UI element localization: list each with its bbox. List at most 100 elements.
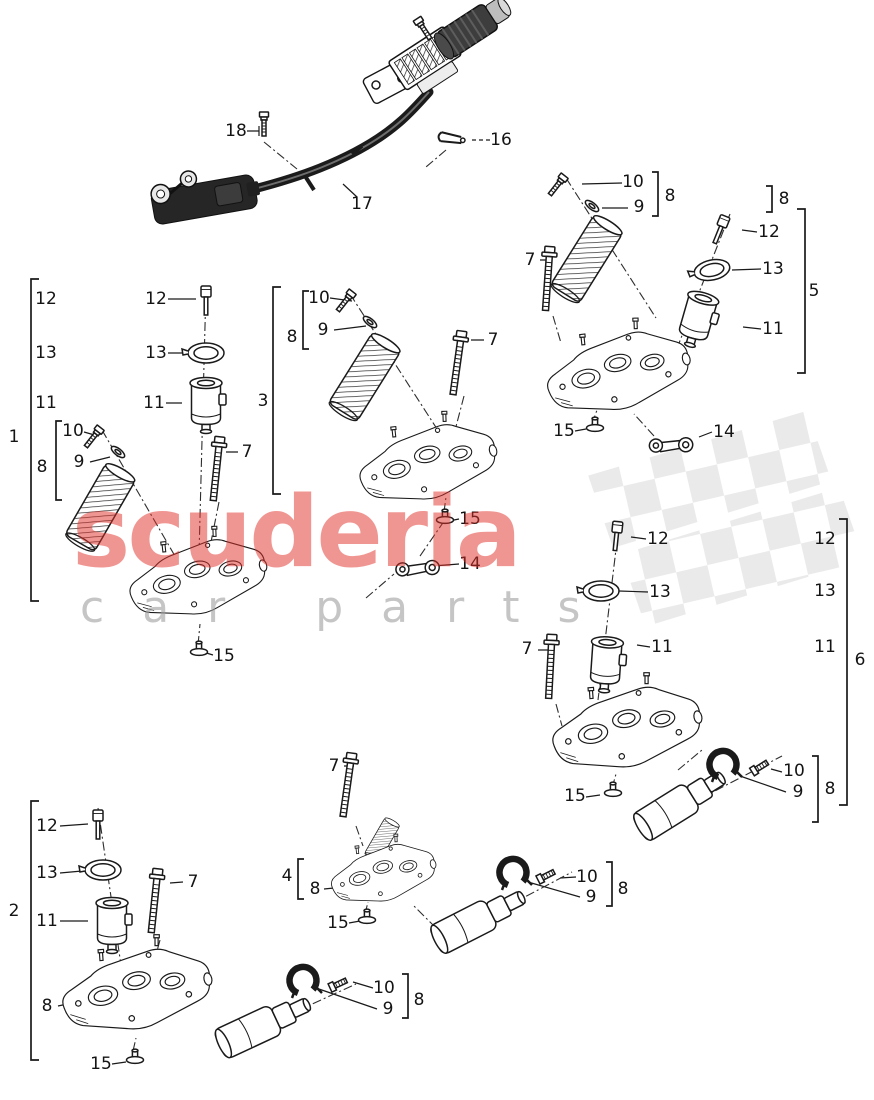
sealing-plug-15 <box>357 908 377 925</box>
callout-g3-item-7: 7 <box>488 330 499 350</box>
callout-g3-item-10: 10 <box>308 288 330 308</box>
callout-g5-item-9: 9 <box>634 197 645 217</box>
callout-g1-list-11: 11 <box>35 393 57 413</box>
callout-g3-item-9: 9 <box>318 320 329 340</box>
callout-g4-item-15: 15 <box>327 913 349 933</box>
callout-g1-item-13: 13 <box>145 343 167 363</box>
callout-g5-item-15: 15 <box>553 421 575 441</box>
callout-harness-clip-16: 16 <box>490 130 512 150</box>
harness-sensor <box>433 0 512 60</box>
group-bracket-filterA-8 <box>606 861 613 907</box>
valve-body <box>542 662 710 782</box>
seal-ring-13 <box>181 342 225 364</box>
coil-8 <box>547 211 626 307</box>
callout-g2-item-7: 7 <box>188 872 199 892</box>
callout-g1-item-10: 10 <box>62 421 84 441</box>
retaining-clip <box>709 751 742 782</box>
callout-g6-list-11: 11 <box>814 637 836 657</box>
center-lines-g5 <box>552 177 731 437</box>
valve-pin-12 <box>709 213 731 246</box>
sealing-plug-15 <box>125 1048 145 1065</box>
callout-g2-item-15: 15 <box>90 1054 112 1074</box>
callout-group-1: 1 <box>9 427 20 447</box>
group-bracket-filterB-8 <box>402 973 409 1019</box>
group-bracket-3-sub8 <box>302 290 309 350</box>
center-lines-g1 <box>101 287 220 646</box>
bolt-10 <box>333 288 358 315</box>
callout-g5-item-10: 10 <box>622 172 644 192</box>
sealing-plug-15 <box>189 640 209 657</box>
callout-g5-item-13: 13 <box>762 259 784 279</box>
callout-g1-sub-8: 8 <box>37 457 48 477</box>
bolt-7 <box>444 329 471 397</box>
filter-cartridge <box>211 988 317 1061</box>
callout-g6-sub-8: 8 <box>825 779 836 799</box>
watermark: car parts scuderia <box>72 476 618 633</box>
callout-g6-item-15: 15 <box>564 786 586 806</box>
group-bracket-3 <box>272 286 281 495</box>
seal-ring-13 <box>78 859 122 881</box>
callout-group-2: 2 <box>9 901 20 921</box>
callout-harness-17: 17 <box>351 194 373 214</box>
bolt-7 <box>143 867 167 935</box>
callout-g6-item-11: 11 <box>651 637 673 657</box>
bolt-18 <box>258 111 270 137</box>
group-bracket-5 <box>797 208 806 374</box>
assembly-group-4 <box>322 751 443 925</box>
group-bracket-5-outer8 <box>766 185 773 213</box>
center-lines-harness <box>263 141 447 170</box>
group-bracket-4 <box>297 858 304 900</box>
callout-filterA-item-9: 9 <box>586 887 597 907</box>
callout-g3-item-15: 15 <box>459 509 481 529</box>
callout-g2-item-11: 11 <box>36 911 58 931</box>
coil-8 <box>325 329 404 425</box>
callout-g6-list-12: 12 <box>814 529 836 549</box>
callout-g1-item-11: 11 <box>143 393 165 413</box>
retaining-clip <box>499 859 532 890</box>
sealing-plug-15 <box>585 416 605 433</box>
callout-g1-item-12: 12 <box>145 289 167 309</box>
washer-9 <box>108 443 128 461</box>
valve-pin-12 <box>92 809 104 840</box>
callout-filterB-item-10: 10 <box>373 978 395 998</box>
callout-g1-item-9: 9 <box>74 452 85 472</box>
diagram-art <box>52 0 771 1065</box>
bolt-7 <box>540 633 561 700</box>
callout-filterA-item-10: 10 <box>576 867 598 887</box>
callout-filterB-item-9: 9 <box>383 999 394 1019</box>
solenoid-valve-11 <box>95 896 133 955</box>
clip-16 <box>436 130 467 146</box>
seal-ring-13 <box>685 255 733 286</box>
group-bracket-6 <box>839 518 848 806</box>
callout-g5-item-11: 11 <box>762 319 784 339</box>
filter-group-b <box>211 967 349 1061</box>
callout-group-5: 5 <box>809 281 820 301</box>
callout-g4-sub-8: 8 <box>310 879 321 899</box>
callout-group-6: 6 <box>855 650 866 670</box>
watermark-sub-text: car parts <box>80 582 618 633</box>
callout-g5-outer-8: 8 <box>779 189 790 209</box>
callout-g6-item-12: 12 <box>647 529 669 549</box>
callout-group-3: 3 <box>258 391 269 411</box>
callout-g3-item-14: 14 <box>459 554 481 574</box>
filter-group-a <box>426 859 557 957</box>
callout-g6-list-13: 13 <box>814 581 836 601</box>
center-lines-g6 <box>555 523 783 831</box>
valve-body <box>52 924 220 1044</box>
callout-g2-item-12: 12 <box>36 816 58 836</box>
callout-group-4: 4 <box>282 866 293 886</box>
callout-g1-item-15: 15 <box>213 646 235 666</box>
callout-g5-item-7: 7 <box>525 250 536 270</box>
assembly-group-2 <box>52 809 220 1065</box>
watermark-brand-text: scuderia <box>72 476 519 590</box>
leader-lines-harness <box>247 126 358 198</box>
leader-lines-filterA <box>527 876 581 898</box>
screw-10 <box>327 975 349 993</box>
callout-g6-item-10: 10 <box>783 761 805 781</box>
callout-g5-item-14: 14 <box>713 422 735 442</box>
washer-9 <box>582 197 602 215</box>
callout-g4-item-7: 7 <box>329 756 340 776</box>
